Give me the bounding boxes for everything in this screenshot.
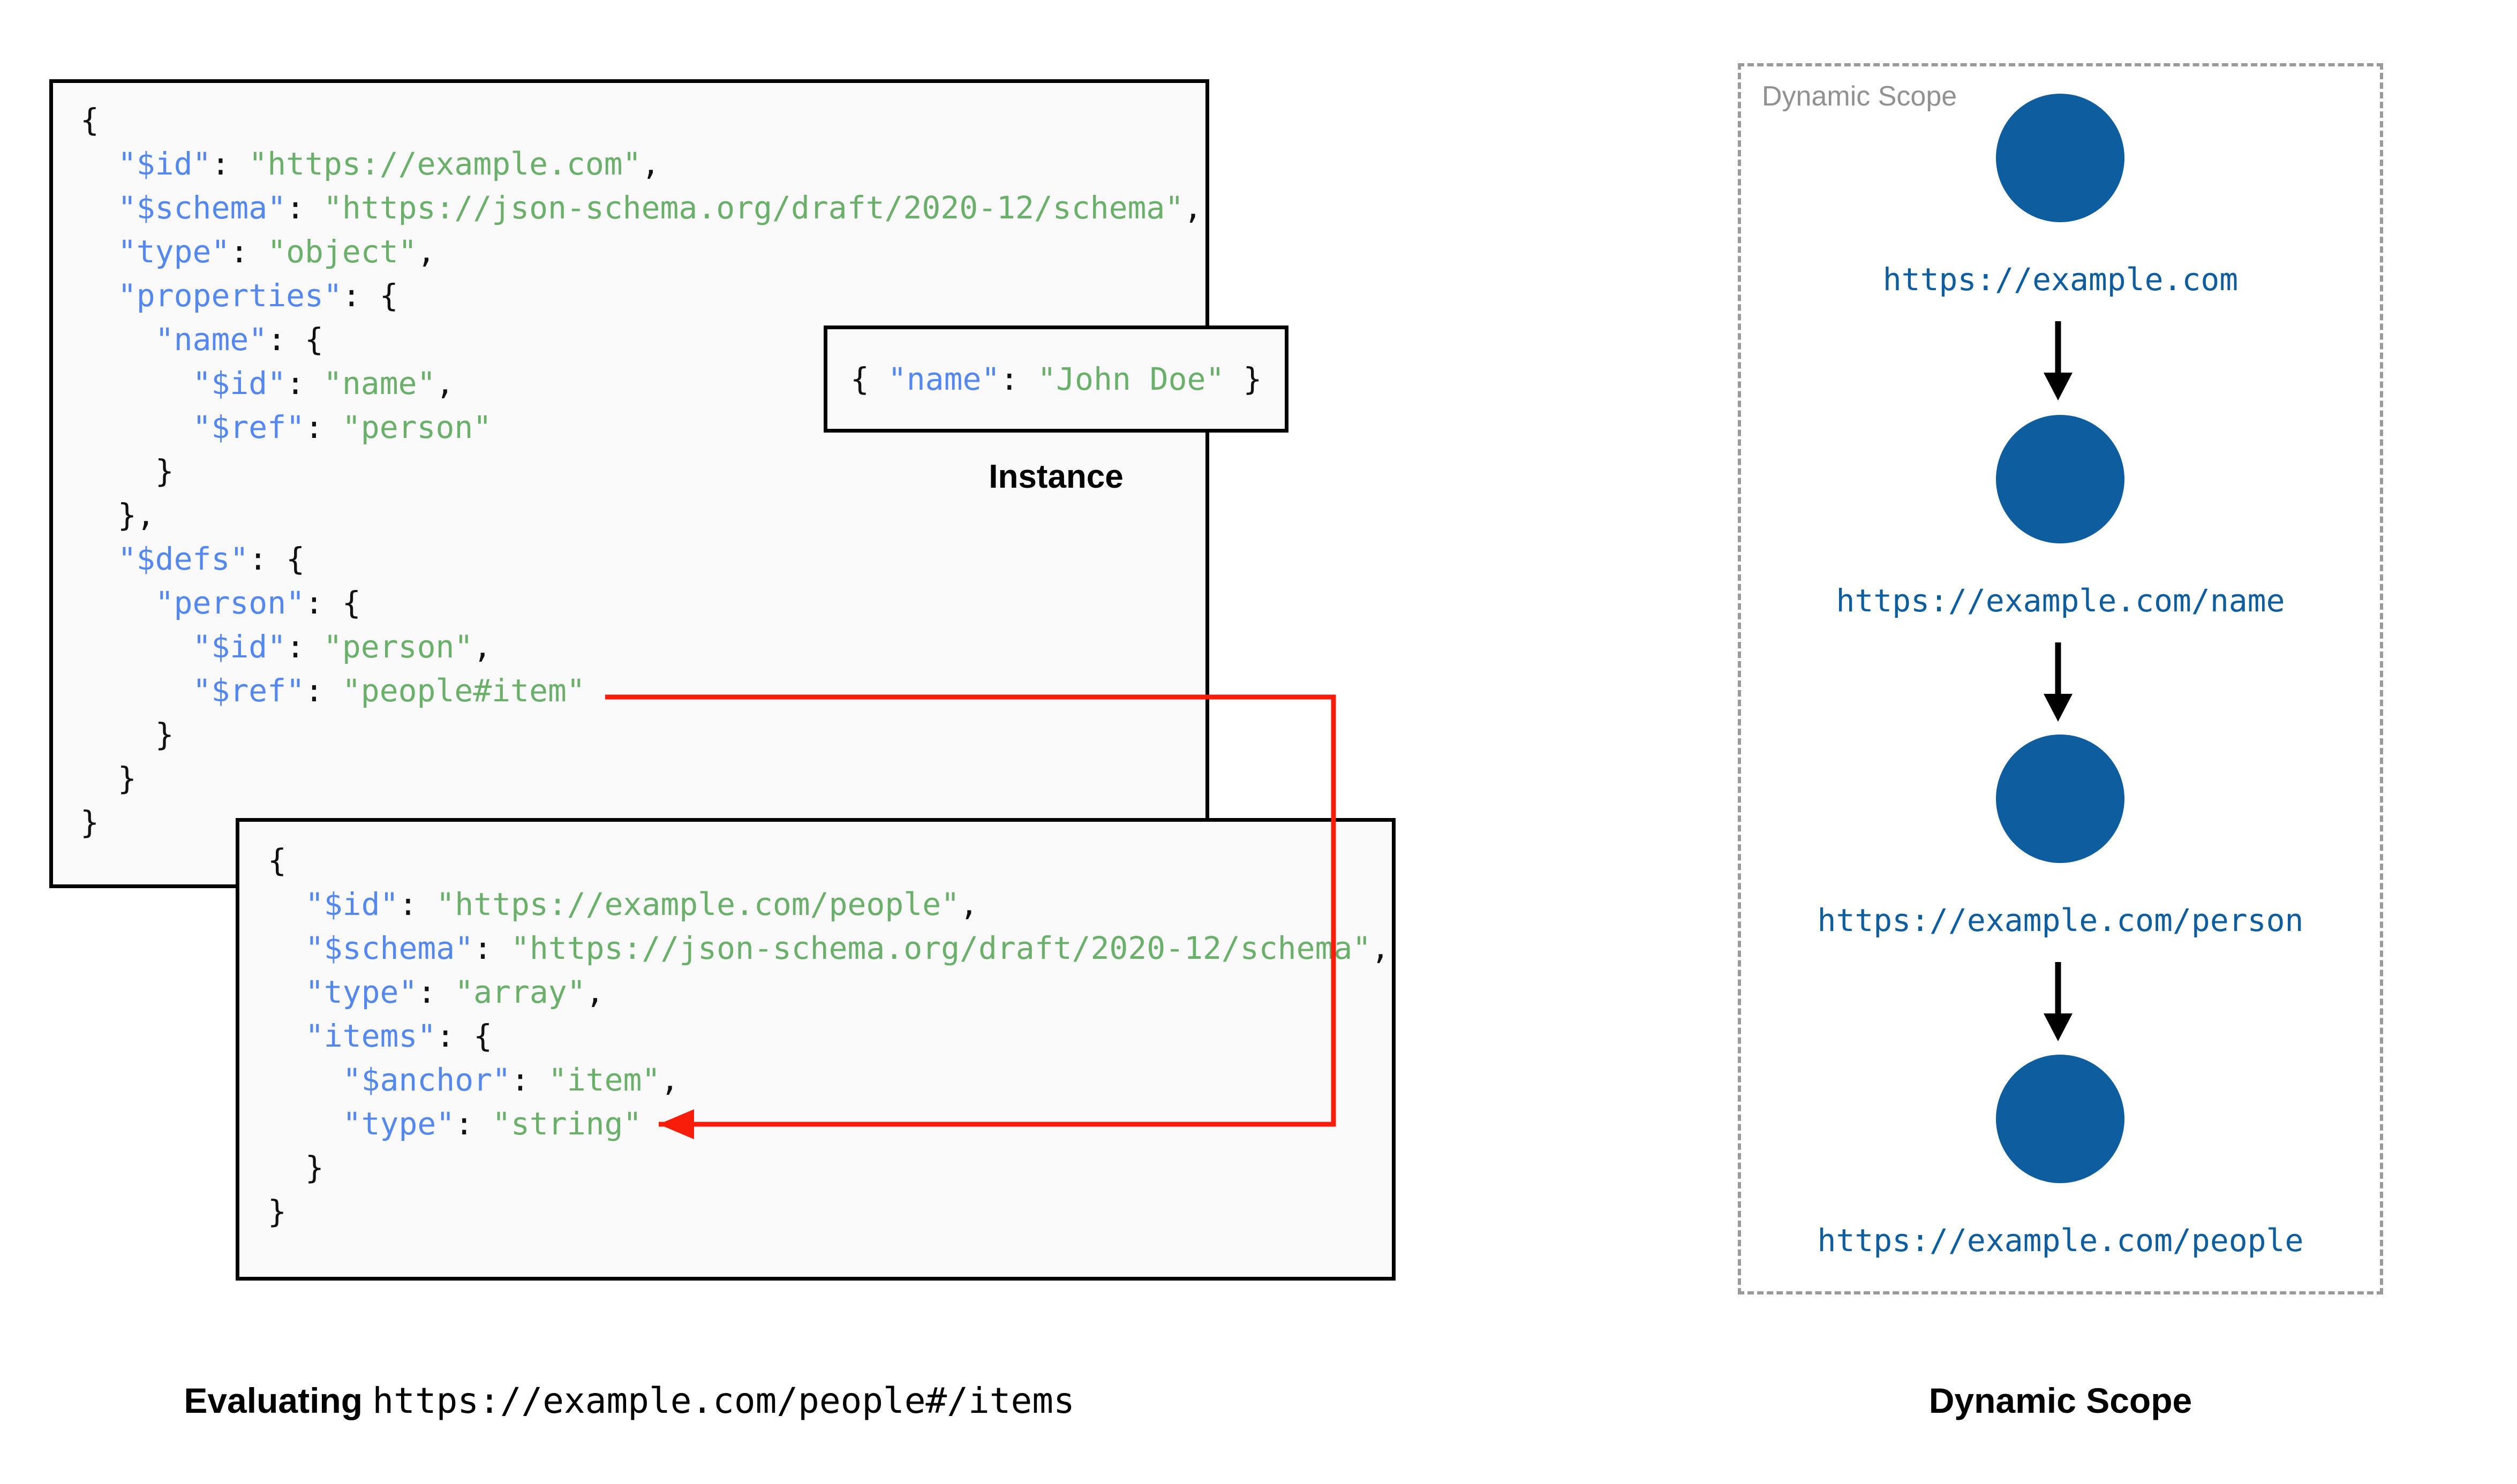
code-line: "person": { bbox=[155, 585, 361, 621]
scope-node-label-2: https://example.com/person bbox=[1817, 902, 2304, 938]
code-line: { bbox=[80, 102, 99, 138]
code-line: "$id": "https://example.com", bbox=[117, 146, 660, 182]
code-line: "$schema": "https://json-schema.org/draf… bbox=[117, 190, 1203, 226]
evaluating-caption-strong: Evaluating bbox=[184, 1381, 363, 1420]
instance-box bbox=[824, 325, 1288, 433]
scope-node-label-0: https://example.com bbox=[1882, 261, 2239, 298]
dynamic-scope-label: Dynamic Scope bbox=[1762, 81, 1957, 112]
code-line: "$schema": "https://json-schema.org/draf… bbox=[305, 930, 1390, 966]
evaluating-caption-uri: https://example.com/people#/items bbox=[372, 1380, 1075, 1421]
code-line: } bbox=[155, 716, 174, 753]
code-line: "$ref": "person" bbox=[192, 409, 492, 445]
code-line: "$ref": "people#item" bbox=[192, 672, 585, 709]
code-line: "$defs": { bbox=[117, 541, 305, 577]
code-line: "type": "string" bbox=[342, 1106, 642, 1142]
dynamic-scope-container bbox=[1738, 63, 2383, 1294]
code-line: }, bbox=[117, 497, 155, 533]
code-line: "type": "array", bbox=[305, 974, 605, 1010]
main-schema-code: { "$id": "https://example.com", "$schema… bbox=[80, 98, 1202, 844]
code-line: } bbox=[305, 1149, 324, 1186]
code-line: { bbox=[268, 842, 287, 879]
evaluating-caption: Evaluating https://example.com/people#/i… bbox=[49, 1380, 1209, 1421]
code-line: "$id": "name", bbox=[192, 365, 455, 402]
code-line: "type": "object", bbox=[117, 233, 436, 270]
code-line: { "name": "John Doe" } bbox=[850, 361, 1262, 397]
code-line: "$anchor": "item", bbox=[342, 1062, 680, 1098]
instance-code: { "name": "John Doe" } bbox=[850, 352, 1262, 406]
scope-arrow-0 bbox=[2044, 321, 2073, 400]
code-line: } bbox=[80, 804, 99, 841]
dynamic-scope-caption: Dynamic Scope bbox=[1928, 1381, 2192, 1420]
scope-node-circle-1 bbox=[1996, 415, 2124, 543]
code-line: } bbox=[155, 453, 174, 489]
code-line: } bbox=[268, 1193, 287, 1230]
scope-node-circle-3 bbox=[1996, 1055, 2124, 1183]
scope-arrow-1 bbox=[2044, 642, 2073, 722]
code-line: } bbox=[117, 760, 137, 797]
scope-node-label-3: https://example.com/people bbox=[1817, 1222, 2304, 1259]
code-line: "$id": "https://example.com/people", bbox=[305, 886, 978, 922]
scope-node-circle-2 bbox=[1996, 735, 2124, 863]
code-line: "items": { bbox=[305, 1018, 493, 1054]
instance-caption: Instance bbox=[989, 458, 1124, 495]
scope-arrow-2 bbox=[2044, 962, 2073, 1041]
scope-node-label-1: https://example.com/name bbox=[1836, 582, 2285, 619]
code-line: "properties": { bbox=[117, 277, 398, 314]
people-schema-code: { "$id": "https://example.com/people", "… bbox=[268, 838, 1390, 1233]
code-line: "name": { bbox=[155, 321, 323, 358]
scope-node-circle-0 bbox=[1996, 94, 2124, 222]
code-line: "$id": "person", bbox=[192, 629, 492, 665]
